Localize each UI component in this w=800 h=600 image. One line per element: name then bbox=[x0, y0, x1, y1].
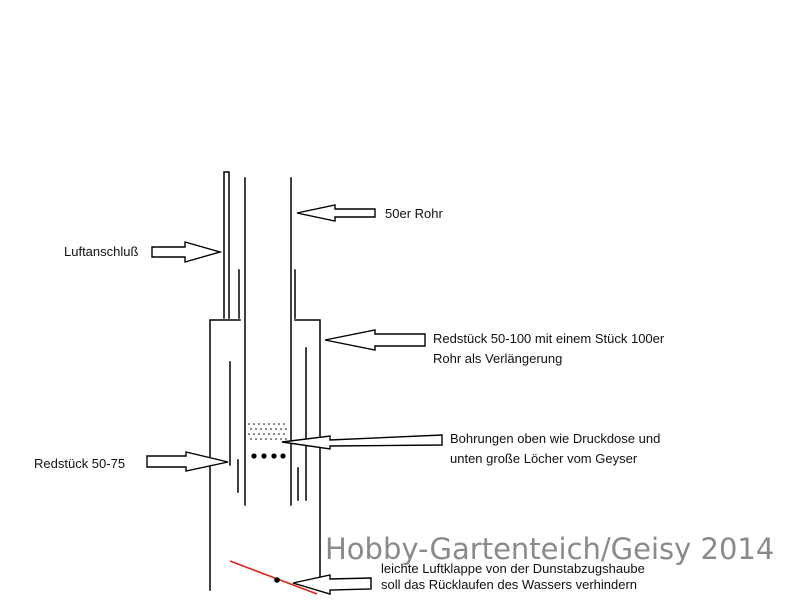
drill-hole-small bbox=[273, 423, 275, 425]
drill-hole-small bbox=[263, 433, 265, 435]
air-flap-pivot bbox=[274, 577, 280, 583]
drill-hole-small bbox=[278, 433, 280, 435]
drill-hole-small bbox=[255, 438, 257, 440]
arrow-bohrungen bbox=[281, 434, 443, 450]
drill-hole-small bbox=[250, 428, 252, 430]
drill-holes-large bbox=[251, 453, 286, 459]
label-redstueck-50-100-line2: Rohr als Verlängerung bbox=[433, 351, 563, 366]
drill-hole-small bbox=[265, 428, 267, 430]
label-luftklappe-line1: leichte Luftklappe von der Dunstabzugsha… bbox=[381, 561, 645, 576]
drill-hole-small bbox=[255, 428, 257, 430]
drill-hole-small bbox=[280, 438, 282, 440]
drill-hole-small bbox=[270, 428, 272, 430]
drill-hole-small bbox=[268, 433, 270, 435]
drill-hole-small bbox=[260, 438, 262, 440]
outer-pipe-100 bbox=[209, 319, 321, 591]
drill-hole-small bbox=[283, 433, 285, 435]
label-redstueck-50-100-line1: Redstück 50-100 mit einem Stück 100er bbox=[433, 331, 665, 346]
arrow-redstueck-50-100 bbox=[324, 329, 426, 351]
drill-hole-small bbox=[280, 428, 282, 430]
drill-hole-small bbox=[268, 423, 270, 425]
drill-hole-small bbox=[283, 423, 285, 425]
drill-hole-small bbox=[275, 428, 277, 430]
watermark: Hobby-Gartenteich/Geisy 2014 bbox=[325, 532, 775, 566]
drill-hole-small bbox=[285, 428, 287, 430]
label-bohrungen-line2: unten große Löcher vom Geyser bbox=[450, 451, 638, 466]
label-luftanschluss: Luftanschluß bbox=[64, 244, 139, 259]
drill-hole-small bbox=[260, 428, 262, 430]
arrow-luftklappe bbox=[292, 574, 372, 595]
drill-hole-small bbox=[265, 438, 267, 440]
drill-holes-small bbox=[248, 423, 287, 440]
drill-hole-small bbox=[263, 423, 265, 425]
air-flap-line bbox=[229, 560, 318, 595]
label-bohrungen-line1: Bohrungen oben wie Druckdose und bbox=[450, 431, 661, 446]
drill-hole-small bbox=[285, 438, 287, 440]
arrow-luftanschluss bbox=[151, 241, 223, 263]
drill-hole-small bbox=[258, 433, 260, 435]
label-luftklappe-line2: soll das Rücklaufen des Wassers verhinde… bbox=[381, 577, 638, 592]
drill-hole-small bbox=[273, 433, 275, 435]
drill-hole-small bbox=[250, 438, 252, 440]
drill-hole-small bbox=[270, 438, 272, 440]
reducer-50-75 bbox=[229, 347, 307, 501]
drill-hole-small bbox=[275, 438, 277, 440]
drill-hole-small bbox=[278, 423, 280, 425]
label-50er-rohr: 50er Rohr bbox=[385, 206, 443, 221]
drill-hole-small bbox=[248, 423, 250, 425]
drill-hole-small bbox=[258, 423, 260, 425]
label-redstueck-50-75: Redstück 50-75 bbox=[34, 456, 126, 471]
air-connection-pipe bbox=[223, 171, 230, 319]
drill-hole-small bbox=[253, 423, 255, 425]
drill-hole-small bbox=[248, 433, 250, 435]
arrow-50er-rohr bbox=[296, 204, 376, 222]
arrow-redstueck-50-75 bbox=[146, 451, 229, 472]
drill-hole-small bbox=[253, 433, 255, 435]
